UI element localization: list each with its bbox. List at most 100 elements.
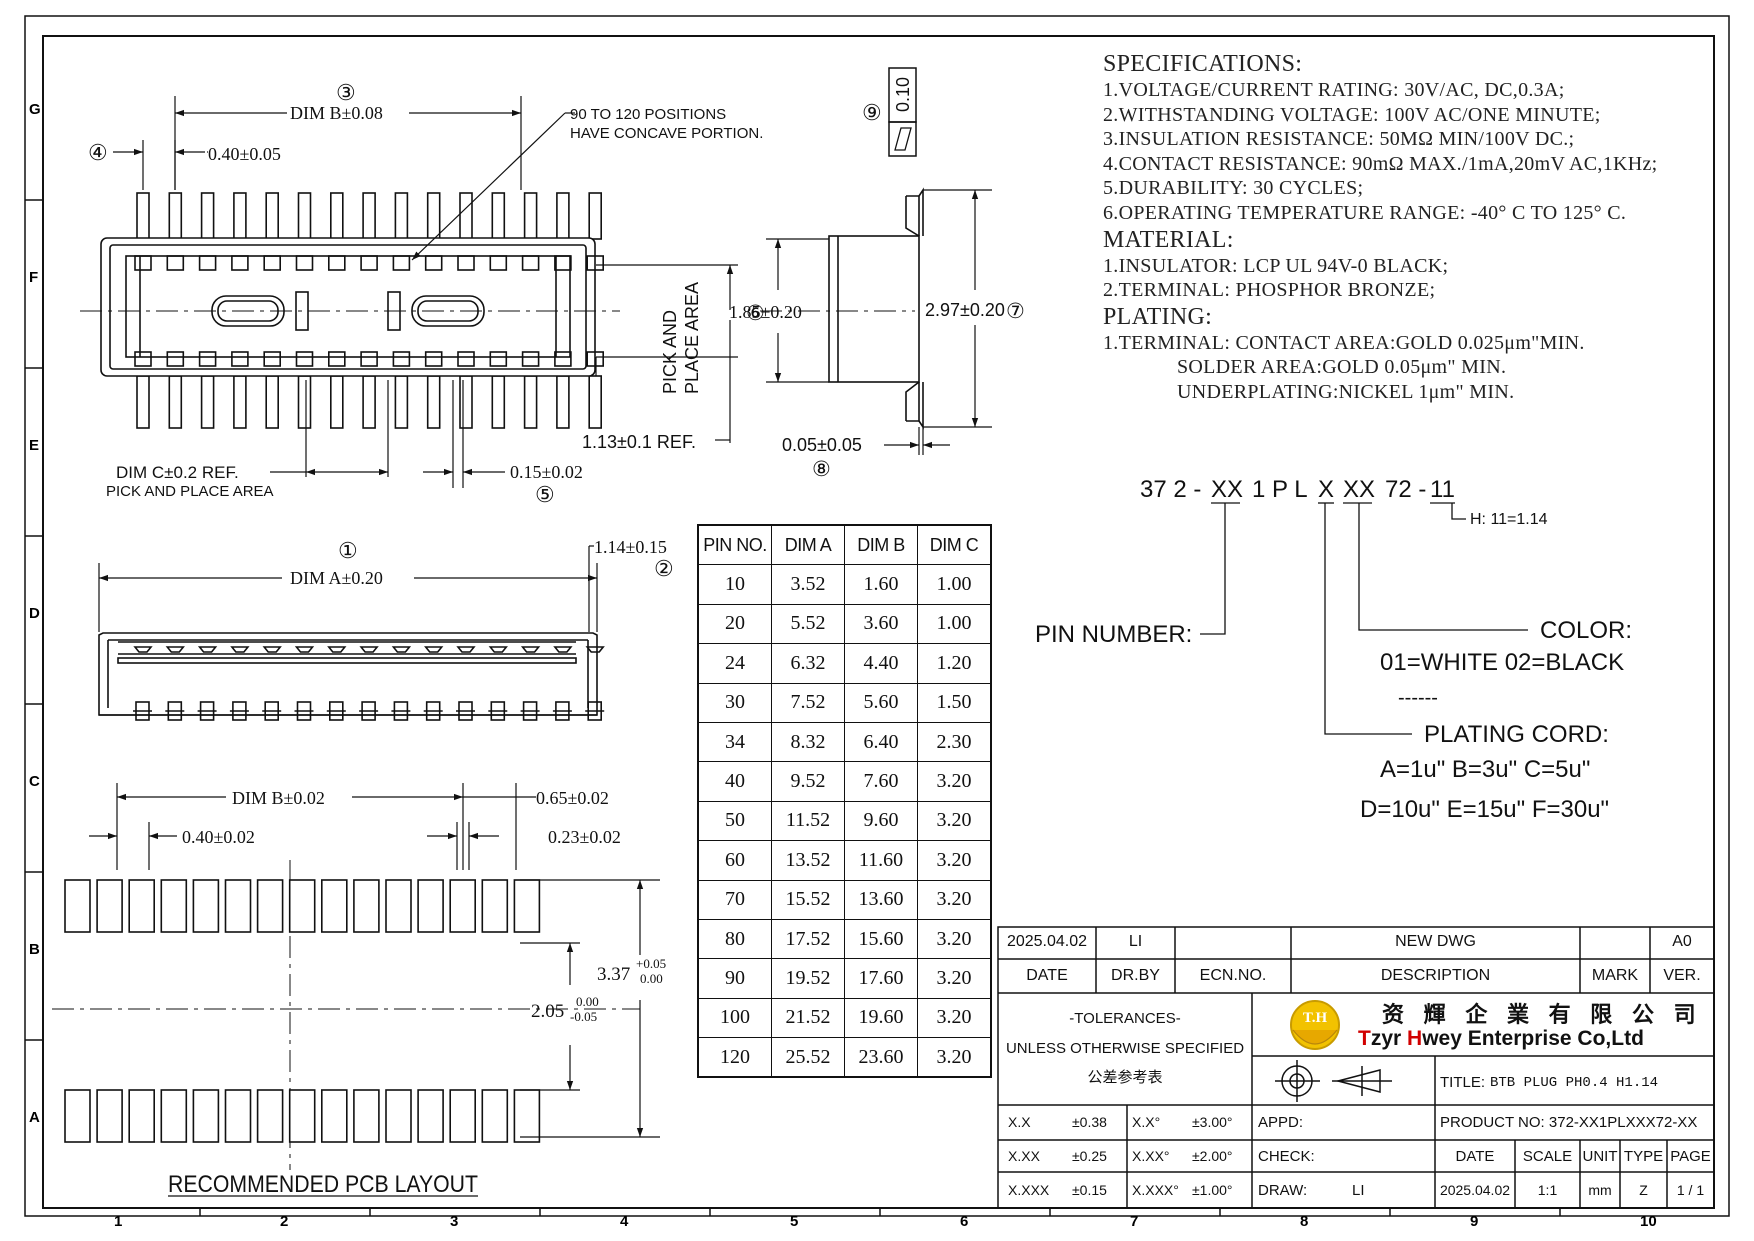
footer-scale-label: SCALE	[1522, 1148, 1573, 1165]
cell-pin-no: 30	[697, 682, 772, 723]
rev-by: LI	[1128, 933, 1143, 950]
spec-item-5: 5.DURABILITY: 30 CYCLES;	[1103, 177, 1364, 200]
company-logo: T.H	[1290, 1000, 1340, 1050]
cell-dim-b: 1.60	[844, 564, 918, 605]
specifications-block: SPECIFICATIONS: 1.VOLTAGE/CURRENT RATING…	[1103, 50, 1658, 405]
contact-tooth	[424, 646, 444, 653]
pick-area-label-2: PLACE AREA	[682, 282, 702, 394]
pin-lead	[233, 192, 247, 240]
material-item-2: 2.TERMINAL: PHOSPHOR BRONZE;	[1103, 279, 1436, 302]
tolerances-subtitle: UNLESS OTHERWISE SPECIFIED	[1005, 1040, 1245, 1057]
pin-lead	[394, 192, 409, 240]
cell-dim-c: 1.00	[917, 564, 992, 605]
balloon-3: ③	[336, 80, 356, 105]
header-drawn-by: DR.BY	[1111, 967, 1160, 984]
pin-lead	[200, 375, 215, 429]
pin-lead	[394, 375, 409, 429]
header-date: DATE	[1026, 967, 1068, 984]
pcb-pad	[192, 879, 220, 933]
check-label: CHECK:	[1258, 1148, 1315, 1165]
contact-tab	[457, 351, 475, 367]
material-title: MATERIAL:	[1103, 226, 1234, 253]
flatness-icon	[894, 127, 912, 151]
zone-row-g: G	[29, 101, 41, 118]
cell-dim-c: 3.20	[917, 997, 992, 1039]
side-body	[828, 235, 920, 383]
col-dim-a: DIM A	[771, 524, 845, 566]
pin-lead	[265, 192, 280, 240]
pcb-pad	[96, 879, 123, 933]
col-dim-b: DIM B	[844, 524, 918, 566]
contact-tooth	[327, 646, 347, 653]
ref-113-label: 1.13±0.1 REF.	[582, 432, 696, 452]
cell-dim-c: 1.00	[917, 603, 992, 645]
pin-lead	[523, 192, 538, 240]
cell-dim-c: 3.20	[917, 761, 992, 802]
pcb-pad	[224, 1089, 252, 1143]
zone-col-1: 1	[114, 1213, 122, 1230]
dim-c-label: DIM C±0.2 REF.	[116, 463, 239, 482]
contact-tab	[554, 351, 572, 367]
contact-tooth	[262, 646, 282, 653]
cell-dim-c: 3.20	[917, 800, 992, 842]
tol-angle-format: X.X°	[1132, 1114, 1161, 1130]
contact-tab	[424, 255, 443, 271]
pin-lead	[556, 192, 570, 240]
cell-pin-no: 24	[697, 643, 772, 684]
front-contacts	[133, 646, 605, 653]
contact-tab	[327, 351, 346, 367]
pin-lead	[459, 192, 473, 240]
pcb-pad	[288, 879, 316, 933]
cell-dim-a: 19.52	[771, 958, 845, 999]
housing-cavity	[125, 255, 571, 358]
balloon-2: ②	[654, 556, 674, 581]
cell-dim-c: 3.20	[917, 840, 992, 881]
pcb-pad	[320, 1089, 348, 1143]
cell-dim-c: 3.20	[917, 918, 992, 960]
plating-item-2: SOLDER AREA:GOLD 0.05μm" MIN.	[1177, 356, 1507, 379]
tol-angle-format: X.XXX°	[1132, 1182, 1179, 1198]
pcb-pad	[64, 879, 91, 933]
zone-row-a: A	[29, 1109, 40, 1126]
pcb-pitch-label: 0.40±0.02	[182, 827, 255, 847]
title-value: BTB PLUG PH0.4 H1.14	[1490, 1075, 1659, 1091]
contact-tooth	[585, 646, 605, 653]
cell-dim-b: 19.60	[844, 997, 918, 1039]
cell-dim-a: 17.52	[771, 918, 845, 960]
balloon-8: ⑧	[812, 458, 831, 481]
contact-tab	[586, 351, 605, 367]
cell-dim-b: 17.60	[844, 958, 918, 999]
pcb-pad	[417, 879, 444, 933]
balloon-1: ①	[338, 538, 358, 563]
color-label: COLOR:	[1540, 617, 1632, 644]
contact-tab	[521, 351, 540, 367]
pcb-dim-b-label: DIM B±0.02	[232, 788, 325, 808]
pin-lead	[168, 375, 183, 429]
plating-label: PLATING CORD:	[1424, 721, 1609, 748]
contact-tooth	[520, 646, 541, 653]
cell-pin-no: 80	[697, 918, 772, 960]
coplanarity-label: 0.05±0.05	[782, 435, 862, 455]
gap-label: 2.05	[531, 1001, 564, 1022]
balloon-4: ④	[88, 140, 108, 165]
pcb-pad	[481, 1089, 509, 1143]
zone-col-7: 7	[1130, 1213, 1138, 1230]
header-version: VER.	[1663, 967, 1701, 984]
pcb-pad	[353, 879, 380, 933]
zone-row-b: B	[29, 941, 40, 958]
contact-tab	[134, 255, 152, 271]
front-view	[98, 545, 605, 721]
zone-row-f: F	[29, 269, 38, 286]
pin-width-label: 0.15±0.02	[510, 462, 583, 482]
contact-tab	[198, 255, 217, 271]
zone-labels: G F E D C B A 1 2 3 4 5 6 7 8 9 10	[29, 101, 1657, 1230]
pn-suffix: 72 -	[1385, 476, 1426, 503]
material-item-1: 1.INSULATOR: LCP UL 94V-0 BLACK;	[1103, 254, 1449, 277]
front-pins	[133, 701, 605, 721]
company-name-en: Tzyr Hwey Enterprise Co,Ltd	[1358, 1027, 1644, 1051]
pcb-pads-lower	[64, 1089, 541, 1143]
footer-type-value: Z	[1639, 1182, 1648, 1198]
